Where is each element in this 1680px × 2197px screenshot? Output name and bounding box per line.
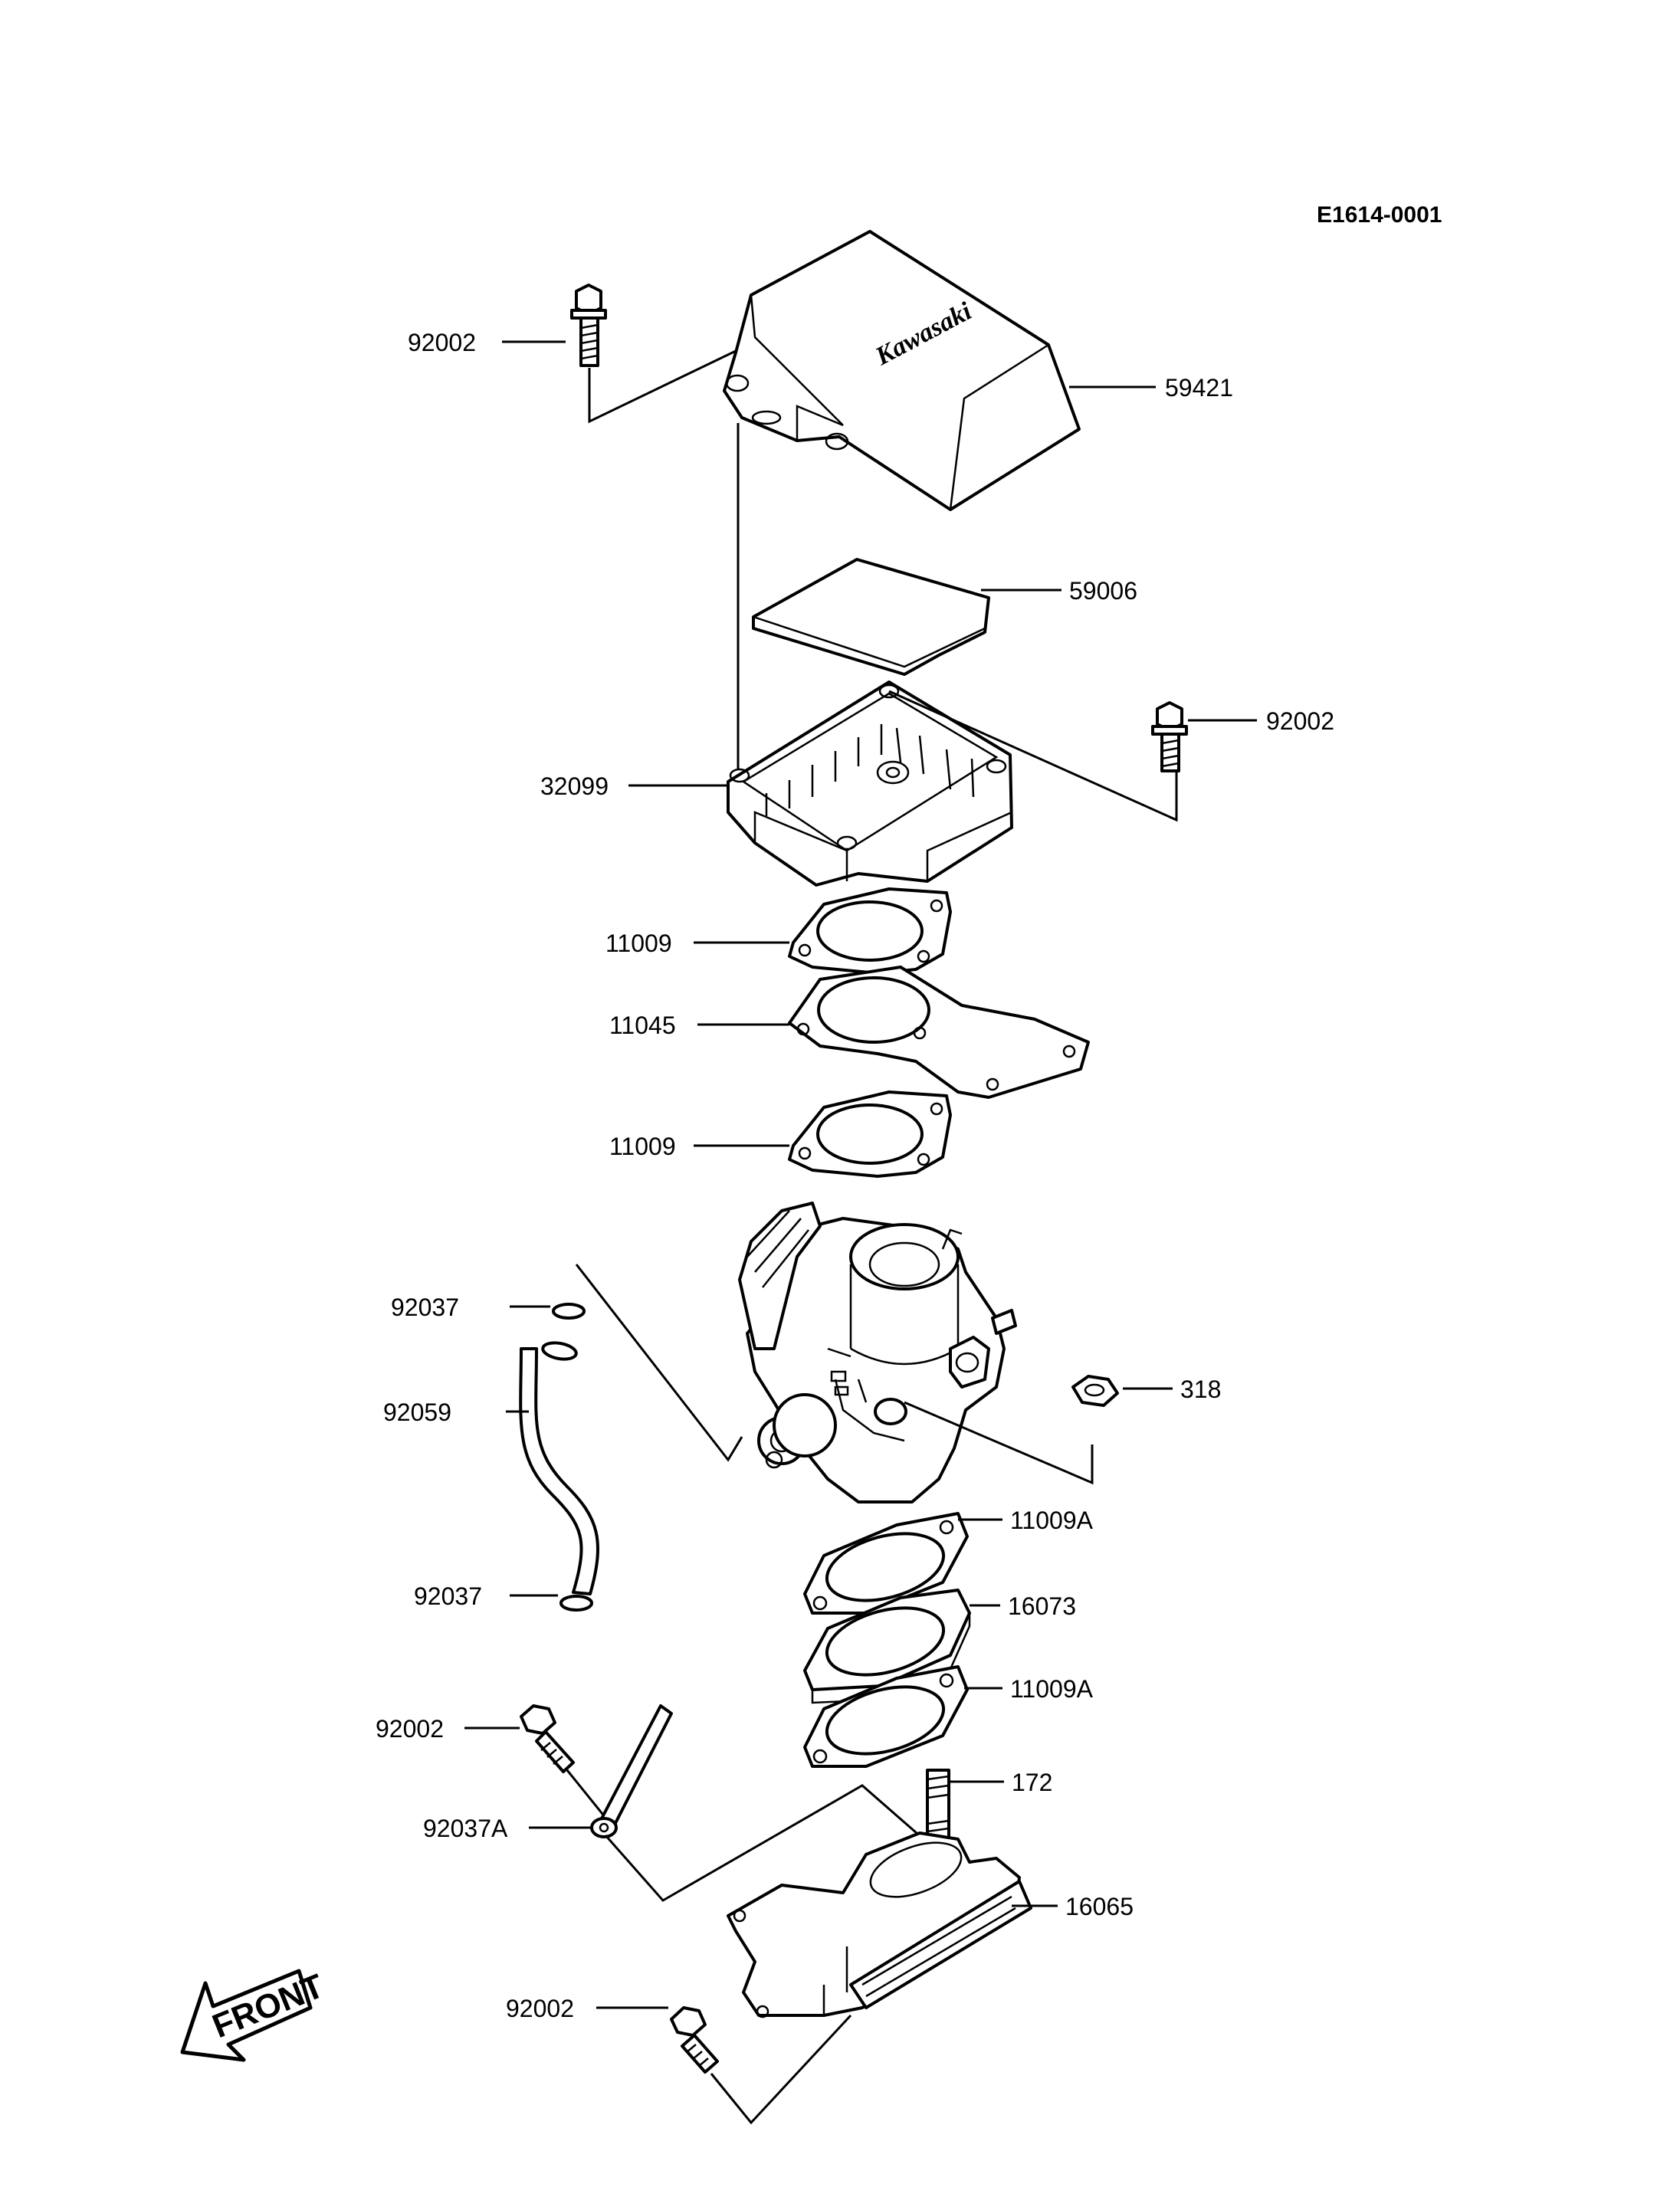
gasket-a-lower [803,1665,969,1768]
clamp [590,1704,673,1838]
bolt-top-left [570,284,607,367]
callout-gasket-lower: 11009 [609,1133,676,1160]
diagram-ref: E1614-0001 [1317,202,1442,228]
callout-cover: 59421 [1165,374,1233,402]
callout-gasket-upper: 11009 [605,930,672,957]
air-filter [752,558,990,676]
bolt-lower-left [520,1704,575,1773]
callout-hose: 92059 [383,1399,451,1426]
callout-clip-upper: 92037 [391,1294,459,1321]
carburetor [738,1202,1017,1503]
nut [1071,1375,1119,1407]
air-case [727,680,1013,887]
callout-filter: 59006 [1069,577,1137,605]
callout-manifold: 16065 [1065,1893,1134,1920]
bolt-bottom [670,2006,719,2074]
air-cover: Kawasaki [723,230,1081,511]
callout-stud: 172 [1012,1769,1052,1796]
callout-plate: 11045 [609,1012,676,1039]
gasket-a-upper [803,1512,969,1615]
callout-spacer: 16073 [1008,1592,1076,1620]
manifold [727,1831,1032,2018]
mounting-plate [788,966,1090,1099]
callout-bolt-lower-left: 92002 [376,1715,444,1743]
callout-clamp: 92037A [423,1815,508,1842]
bolt-right [1151,701,1188,772]
clip-lower [559,1595,593,1612]
gasket-lower [788,1090,952,1178]
callout-nut: 318 [1180,1376,1221,1403]
callout-bolt-bottom: 92002 [506,1995,574,2022]
front-arrow: FRONT [180,1967,329,2062]
front-label: FRONT [207,1967,329,2045]
fuel-hose [519,1341,599,1595]
spacer [803,1589,971,1704]
callout-gasket-a-lower: 11009A [1010,1675,1094,1703]
callout-case: 32099 [540,772,609,800]
callout-bolt-right: 92002 [1266,707,1334,735]
clip-upper [552,1303,586,1320]
callout-bolt-top-left: 92002 [408,329,476,356]
callout-gasket-a-upper: 11009A [1010,1507,1094,1534]
stud [926,1769,950,1842]
gasket-upper [788,887,952,975]
callout-clip-lower: 92037 [414,1582,482,1610]
